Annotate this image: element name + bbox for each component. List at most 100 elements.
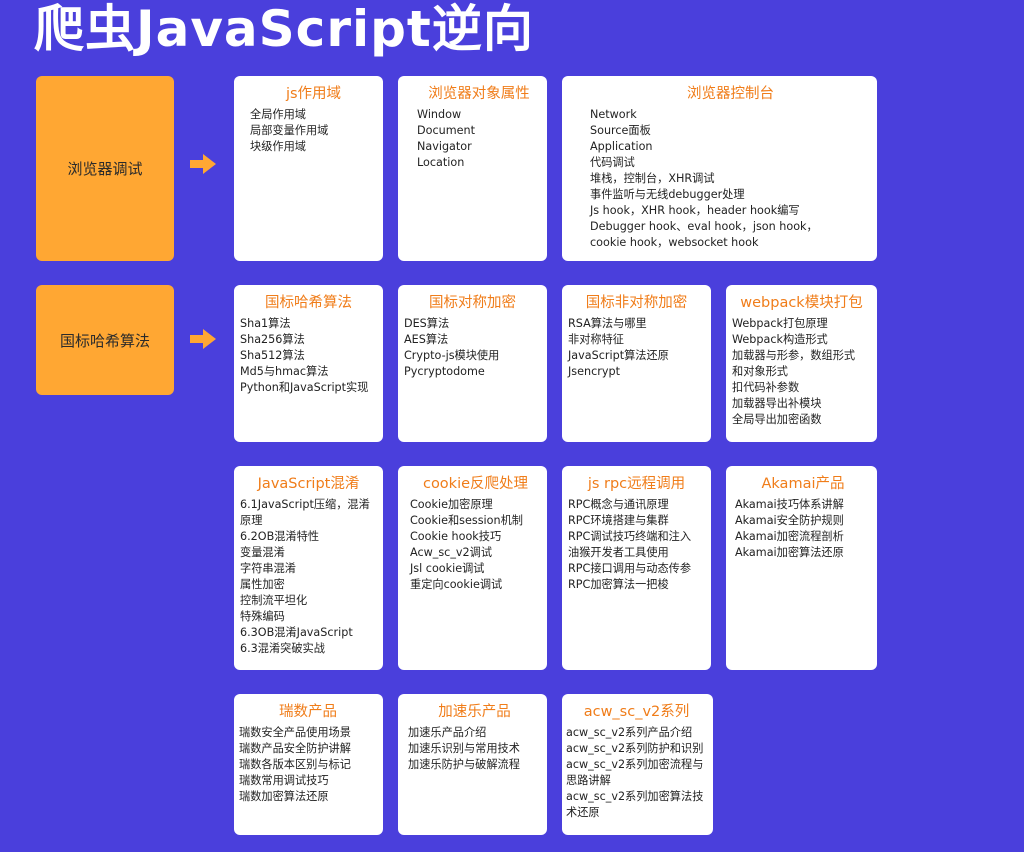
- card-item: 重定向cookie调试: [410, 578, 503, 591]
- card-item-list: RSA算法与哪里 非对称特征 JavaScript算法还原 Jsencrypt: [568, 316, 705, 380]
- arrow-right-icon: [190, 154, 216, 174]
- card-item: 瑞数各版本区别与标记: [239, 758, 351, 771]
- card-item: 6.2OB混淆特性: [240, 530, 320, 543]
- card-item: Jsencrypt: [568, 365, 620, 378]
- card-item: acw_sc_v2系列加密算法技: [566, 790, 704, 803]
- card-item: Webpack打包原理: [732, 317, 828, 330]
- card-item-list: acw_sc_v2系列产品介绍 acw_sc_v2系列防护和识别 acw_sc_…: [566, 725, 707, 821]
- card-item: Network: [590, 108, 637, 121]
- card-title: 国标哈希算法: [265, 295, 352, 311]
- card-item: 扣代码补参数: [732, 381, 800, 394]
- card-item-list: Akamai技巧体系讲解 Akamai安全防护规则 Akamai加密流程剖析 A…: [735, 497, 871, 561]
- card-item: 代码调试: [590, 156, 635, 169]
- card-item: Webpack构造形式: [732, 333, 828, 346]
- card-item: Application: [590, 140, 653, 153]
- card-item-list: Cookie加密原理 Cookie和session机制 Cookie hook技…: [410, 497, 541, 593]
- card-item-list: DES算法 AES算法 Crypto-js模块使用 Pycryptodome: [404, 316, 541, 380]
- card-title: 瑞数产品: [279, 704, 337, 720]
- card-item: 原理: [240, 514, 263, 527]
- card-item: Akamai安全防护规则: [735, 514, 844, 527]
- card-title: acw_sc_v2系列: [583, 704, 690, 720]
- card-browser-console: 浏览器控制台 Network Source面板 Application 代码调试…: [562, 76, 877, 261]
- card-item: Debugger hook、eval hook，json hook，: [590, 220, 818, 233]
- card-item: 6.3混淆突破实战: [240, 642, 325, 655]
- card-item: Navigator: [417, 140, 472, 153]
- card-item: AES算法: [404, 333, 449, 346]
- card-item-list: RPC概念与通讯原理 RPC环境搭建与集群 RPC调试技巧终端和注入 油猴开发者…: [568, 497, 705, 593]
- card-item: Jsl cookie调试: [410, 562, 485, 575]
- card-item: Python和JavaScript实现: [240, 381, 369, 394]
- card-item: RSA算法与哪里: [568, 317, 647, 330]
- category-browser-debug: 浏览器调试: [36, 76, 174, 261]
- card-item: 加速乐产品介绍: [408, 726, 487, 739]
- card-cookie-anti-crawl: cookie反爬处理 Cookie加密原理 Cookie和session机制 C…: [398, 466, 547, 670]
- card-item: 事件监听与无线debugger处理: [590, 188, 745, 201]
- card-webpack: webpack模块打包 Webpack打包原理 Webpack构造形式 加载器与…: [726, 285, 877, 442]
- arrow-right-icon: [190, 329, 216, 349]
- card-item: 术还原: [566, 806, 600, 819]
- card-item: 加速乐识别与常用技术: [408, 742, 520, 755]
- card-item: Js hook，XHR hook，header hook编写: [590, 204, 800, 217]
- card-item: 局部变量作用域: [250, 124, 329, 137]
- card-js-scope: js作用域 全局作用域 局部变量作用域 块级作用域: [234, 76, 383, 261]
- card-item-list: Sha1算法 Sha256算法 Sha512算法 Md5与hmac算法 Pyth…: [240, 316, 377, 396]
- card-symmetric-encryption: 国标对称加密 DES算法 AES算法 Crypto-js模块使用 Pycrypt…: [398, 285, 547, 442]
- card-item: RPC调试技巧终端和注入: [568, 530, 692, 543]
- card-item-list: Window Document Navigator Location: [417, 107, 541, 171]
- card-item: Akamai加密算法还原: [735, 546, 844, 559]
- card-item: Sha256算法: [240, 333, 305, 346]
- card-title: 浏览器对象属性: [428, 86, 530, 102]
- card-item: RPC加密算法一把梭: [568, 578, 669, 591]
- card-item: 加载器与形参，数组形式: [732, 349, 856, 362]
- card-item-list: Network Source面板 Application 代码调试 堆栈，控制台…: [590, 107, 871, 251]
- card-item: 属性加密: [240, 578, 285, 591]
- card-item: Pycryptodome: [404, 365, 485, 378]
- card-item: Sha512算法: [240, 349, 305, 362]
- card-item: Acw_sc_v2调试: [410, 546, 493, 559]
- card-title: JavaScript混淆: [257, 476, 360, 492]
- card-item: RPC接口调用与动态传参: [568, 562, 692, 575]
- card-title: 国标非对称加密: [585, 295, 688, 311]
- card-item: 控制流平坦化: [240, 594, 308, 607]
- card-item: Akamai加密流程剖析: [735, 530, 844, 543]
- card-item: 全局作用域: [250, 108, 306, 121]
- card-item: Cookie和session机制: [410, 514, 523, 527]
- card-item: Source面板: [590, 124, 651, 137]
- card-item: Md5与hmac算法: [240, 365, 329, 378]
- card-item: cookie hook，websocket hook: [590, 236, 759, 249]
- card-item-list: 全局作用域 局部变量作用域 块级作用域: [250, 107, 377, 155]
- card-item: 字符串混淆: [240, 562, 296, 575]
- card-item-list: 瑞数安全产品使用场景 瑞数产品安全防护讲解 瑞数各版本区别与标记 瑞数常用调试技…: [239, 725, 377, 805]
- card-item: Crypto-js模块使用: [404, 349, 500, 362]
- card-browser-object: 浏览器对象属性 Window Document Navigator Locati…: [398, 76, 547, 261]
- card-item: 全局导出加密函数: [732, 413, 822, 426]
- card-item: 和对象形式: [732, 365, 788, 378]
- card-item: RPC概念与通讯原理: [568, 498, 669, 511]
- card-akamai: Akamai产品 Akamai技巧体系讲解 Akamai安全防护规则 Akama…: [726, 466, 877, 670]
- card-item: Document: [417, 124, 475, 137]
- card-title: cookie反爬处理: [422, 476, 529, 492]
- card-js-obfuscation: JavaScript混淆 6.1JavaScript压缩，混淆 原理 6.2OB…: [234, 466, 383, 670]
- card-item: Cookie hook技巧: [410, 530, 502, 543]
- card-title: webpack模块打包: [740, 295, 863, 311]
- card-item: 瑞数产品安全防护讲解: [239, 742, 351, 755]
- card-item: RPC环境搭建与集群: [568, 514, 669, 527]
- category-label: 浏览器调试: [67, 160, 143, 178]
- card-item: 加载器导出补模块: [732, 397, 822, 410]
- card-item: Cookie加密原理: [410, 498, 493, 511]
- card-item: 特殊编码: [240, 610, 285, 623]
- category-hash-algorithm: 国标哈希算法: [36, 285, 174, 395]
- card-item: 堆栈，控制台，XHR调试: [590, 172, 715, 185]
- card-item: 瑞数安全产品使用场景: [239, 726, 351, 739]
- card-item: JavaScript算法还原: [568, 349, 669, 362]
- card-title: js作用域: [285, 86, 342, 102]
- card-acw-sc-v2: acw_sc_v2系列 acw_sc_v2系列产品介绍 acw_sc_v2系列防…: [562, 694, 713, 835]
- card-jiasule: 加速乐产品 加速乐产品介绍 加速乐识别与常用技术 加速乐防护与破解流程: [398, 694, 547, 835]
- card-title: 加速乐产品: [438, 704, 511, 720]
- card-item: Akamai技巧体系讲解: [735, 498, 844, 511]
- card-item-list: Webpack打包原理 Webpack构造形式 加载器与形参，数组形式 和对象形…: [732, 316, 871, 428]
- card-item: 瑞数加密算法还原: [239, 790, 329, 803]
- card-item: 6.3OB混淆JavaScript: [240, 626, 353, 639]
- card-hash-algorithm: 国标哈希算法 Sha1算法 Sha256算法 Sha512算法 Md5与hmac…: [234, 285, 383, 442]
- card-title: 浏览器控制台: [687, 86, 774, 102]
